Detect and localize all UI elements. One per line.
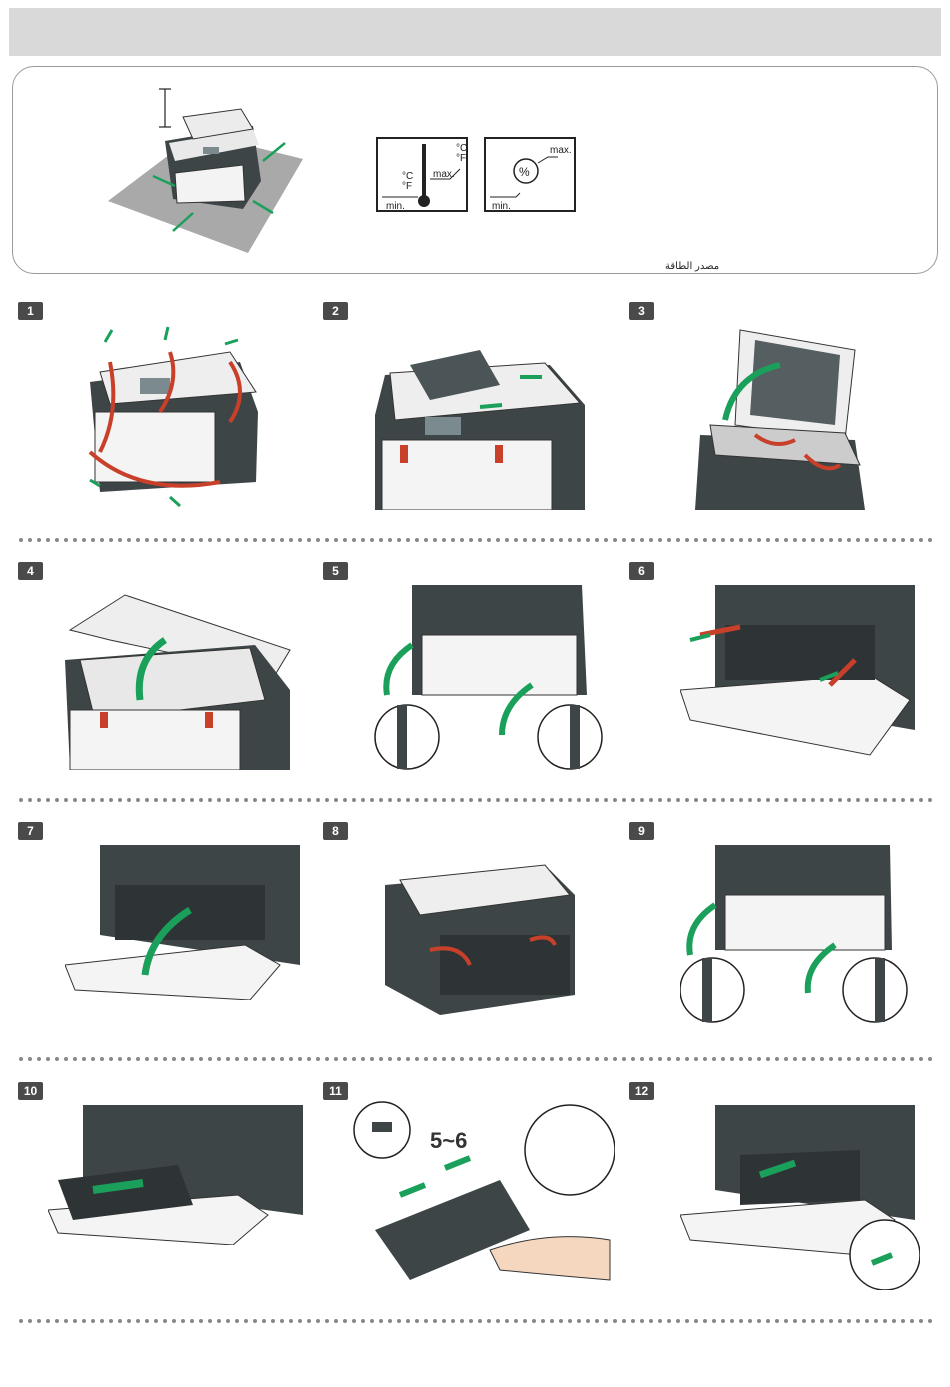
shake-count-label: 5~6 xyxy=(430,1128,467,1153)
power-source-label: مصدر الطاقة xyxy=(665,261,719,272)
step-number: 12 xyxy=(629,1082,654,1100)
step-number: 5 xyxy=(323,562,348,580)
row-divider xyxy=(18,1318,938,1324)
step-number: 6 xyxy=(629,562,654,580)
row-divider xyxy=(18,537,938,543)
header-bar xyxy=(9,8,941,56)
step-number: 11 xyxy=(323,1082,348,1100)
step-10-illustration xyxy=(48,1105,308,1245)
printer-clearance-illustration xyxy=(103,81,323,256)
step-2-illustration xyxy=(370,345,590,510)
step-8-illustration xyxy=(380,855,580,1015)
step-3-illustration xyxy=(695,325,865,510)
step-number: 7 xyxy=(18,822,43,840)
step-7-illustration xyxy=(65,845,305,1000)
step-9-illustration xyxy=(680,845,915,1025)
svg-text:max.: max. xyxy=(433,169,455,180)
step-4-illustration xyxy=(65,590,295,770)
svg-text:min.: min. xyxy=(386,201,405,212)
step-5-illustration xyxy=(372,585,607,775)
row-divider xyxy=(18,797,938,803)
temperature-range-icon: °C °F max. °C °F min. xyxy=(376,137,468,212)
step-number: 1 xyxy=(18,302,43,320)
svg-text:°F: °F xyxy=(402,181,412,192)
step-12-illustration xyxy=(680,1105,920,1290)
step-number: 4 xyxy=(18,562,43,580)
svg-text:°F: °F xyxy=(456,153,466,164)
step-number: 10 xyxy=(18,1082,43,1100)
step-1-illustration xyxy=(80,322,270,510)
humidity-range-icon: % max. min. xyxy=(484,137,576,212)
step-11-illustration: 5~6 xyxy=(350,1100,615,1285)
step-number: 2 xyxy=(323,302,348,320)
step-number: 8 xyxy=(323,822,348,840)
svg-text:%: % xyxy=(519,165,530,179)
step-6-illustration xyxy=(680,585,920,760)
environment-panel: °C °F max. °C °F min. % max. min. مصدر ا… xyxy=(12,66,938,274)
row-divider xyxy=(18,1056,938,1062)
step-number: 3 xyxy=(629,302,654,320)
svg-text:min.: min. xyxy=(492,201,511,212)
svg-text:max.: max. xyxy=(550,145,572,156)
step-number: 9 xyxy=(629,822,654,840)
